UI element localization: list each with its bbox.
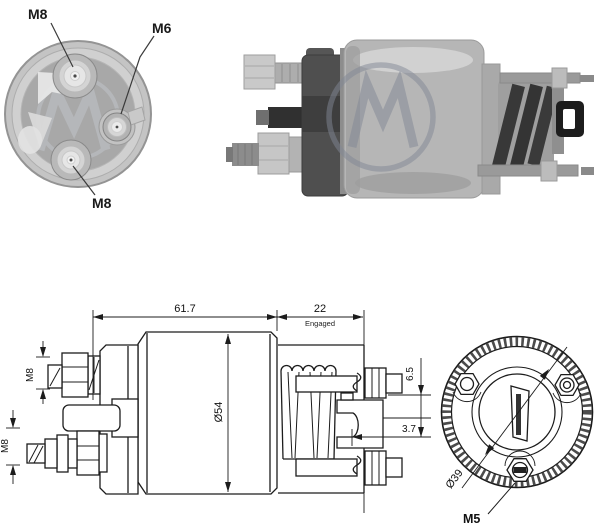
upper-contact-stud [295, 367, 403, 399]
front-hatched-rim [442, 337, 592, 487]
center-slot-tab [510, 385, 530, 442]
mount-nut-upper-right [554, 373, 580, 397]
dim-mount-screw-thread: M5 [463, 512, 480, 526]
clevis-tab [340, 392, 354, 401]
leader-line-m8-top [50, 22, 74, 68]
plastic-wedge [28, 112, 52, 148]
lower-contact-stud [295, 450, 403, 486]
terminal-stud-m8-top [52, 53, 98, 99]
dim-plunger-step: 6.5 [405, 367, 416, 381]
side-view-photo [226, 39, 594, 199]
leader-line-m6 [120, 35, 155, 115]
side-section-drawing: 61.7 22 Engaged Ø54 M8 [0, 303, 431, 513]
rear-tie-rods [477, 67, 594, 182]
plunger-clevis [336, 399, 384, 449]
label-engaged: Engaged [305, 319, 335, 328]
dimension-length: 61.7 22 Engaged [92, 303, 363, 400]
lower-terminal-m8 [26, 430, 108, 476]
dim-body-length: 61.7 [174, 303, 195, 315]
zm-watermark-logo-icon [326, 62, 436, 172]
terminal-stud-m8-bottom [50, 139, 92, 181]
front-boss-circle-outer [471, 366, 563, 458]
rear-spring-section [481, 63, 564, 195]
dim-engaged-length: 22 [314, 303, 326, 315]
dim-plunger-travel: 3.7 [402, 424, 416, 435]
leader-line-m8-bottom [72, 165, 96, 196]
dim-upper-terminal-thread: M8 [25, 368, 36, 382]
terminal-stud-m6 [98, 106, 146, 146]
dimension-plunger: 6.5 3.7 [351, 358, 431, 446]
front-view-drawing: Ø39 M5 [440, 335, 594, 526]
plunger-hook-clip [556, 101, 584, 137]
leader-line-m5 [487, 482, 516, 515]
label-m6: M6 [152, 20, 172, 36]
dimension-upper-terminal: M8 [25, 341, 50, 404]
washer-arc-upper-right [552, 392, 582, 404]
front-boss-circle-inner [478, 373, 556, 451]
body-outline [137, 331, 278, 495]
mid-connector-block [62, 398, 139, 438]
mount-nut-bottom [506, 458, 534, 482]
mount-nut-upper-left [454, 372, 480, 396]
dim-body-diameter: Ø54 [213, 402, 225, 423]
washer-arc-upper-left [452, 391, 482, 403]
washer-arc-bottom [504, 450, 536, 467]
plastic-blob [18, 126, 42, 154]
label-m8-bottom: M8 [92, 195, 112, 211]
end-view-photo: M8 M6 M8 [4, 6, 172, 211]
dim-lower-terminal-thread: M8 [0, 439, 11, 453]
body-shadow [355, 172, 471, 194]
photo-terminal-studs [226, 54, 313, 175]
body-highlight [353, 47, 473, 73]
dimension-body-diameter: Ø54 [213, 334, 231, 492]
dimension-lower-terminal: M8 [0, 410, 20, 484]
upper-terminal-m8 [47, 352, 101, 398]
label-m8-top: M8 [28, 6, 48, 22]
